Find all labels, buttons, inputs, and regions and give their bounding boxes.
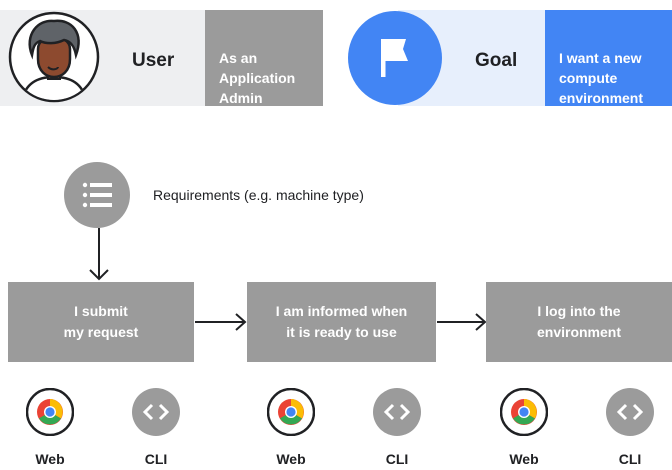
cli-label: CLI bbox=[144, 451, 168, 467]
cli-label: CLI bbox=[385, 451, 409, 467]
code-brackets-icon[interactable] bbox=[373, 388, 421, 436]
user-label: User bbox=[132, 50, 175, 71]
user-role-box: As an Application Admin bbox=[205, 10, 323, 106]
step-log-into-environment: I log into the environment bbox=[486, 282, 672, 362]
chrome-browser-icon[interactable] bbox=[266, 387, 316, 437]
list-icon bbox=[64, 162, 130, 228]
goal-box: I want a new compute environment bbox=[545, 10, 672, 106]
user-role-text: As an Application Admin bbox=[219, 50, 296, 106]
web-label: Web bbox=[35, 451, 65, 467]
step-text: I am informed when it is ready to use bbox=[275, 303, 408, 340]
step-informed-ready: I am informed when it is ready to use bbox=[247, 282, 436, 362]
flag-icon bbox=[348, 11, 442, 105]
chrome-browser-icon[interactable] bbox=[499, 387, 549, 437]
code-brackets-icon[interactable] bbox=[132, 388, 180, 436]
code-brackets-icon[interactable] bbox=[606, 388, 654, 436]
cli-label: CLI bbox=[618, 451, 642, 467]
web-label: Web bbox=[276, 451, 306, 467]
goal-text: I want a new compute environment bbox=[559, 50, 644, 106]
user-avatar-icon bbox=[8, 11, 100, 103]
down-arrow bbox=[88, 228, 110, 282]
right-arrow bbox=[437, 312, 487, 332]
web-label: Web bbox=[509, 451, 539, 467]
step-text: I submit my request bbox=[63, 303, 139, 340]
step-submit-request: I submit my request bbox=[8, 282, 194, 362]
right-arrow bbox=[195, 312, 247, 332]
chrome-browser-icon[interactable] bbox=[25, 387, 75, 437]
step-text: I log into the environment bbox=[536, 303, 621, 340]
requirements-text: Requirements (e.g. machine type) bbox=[153, 187, 364, 203]
goal-label: Goal bbox=[475, 50, 518, 71]
